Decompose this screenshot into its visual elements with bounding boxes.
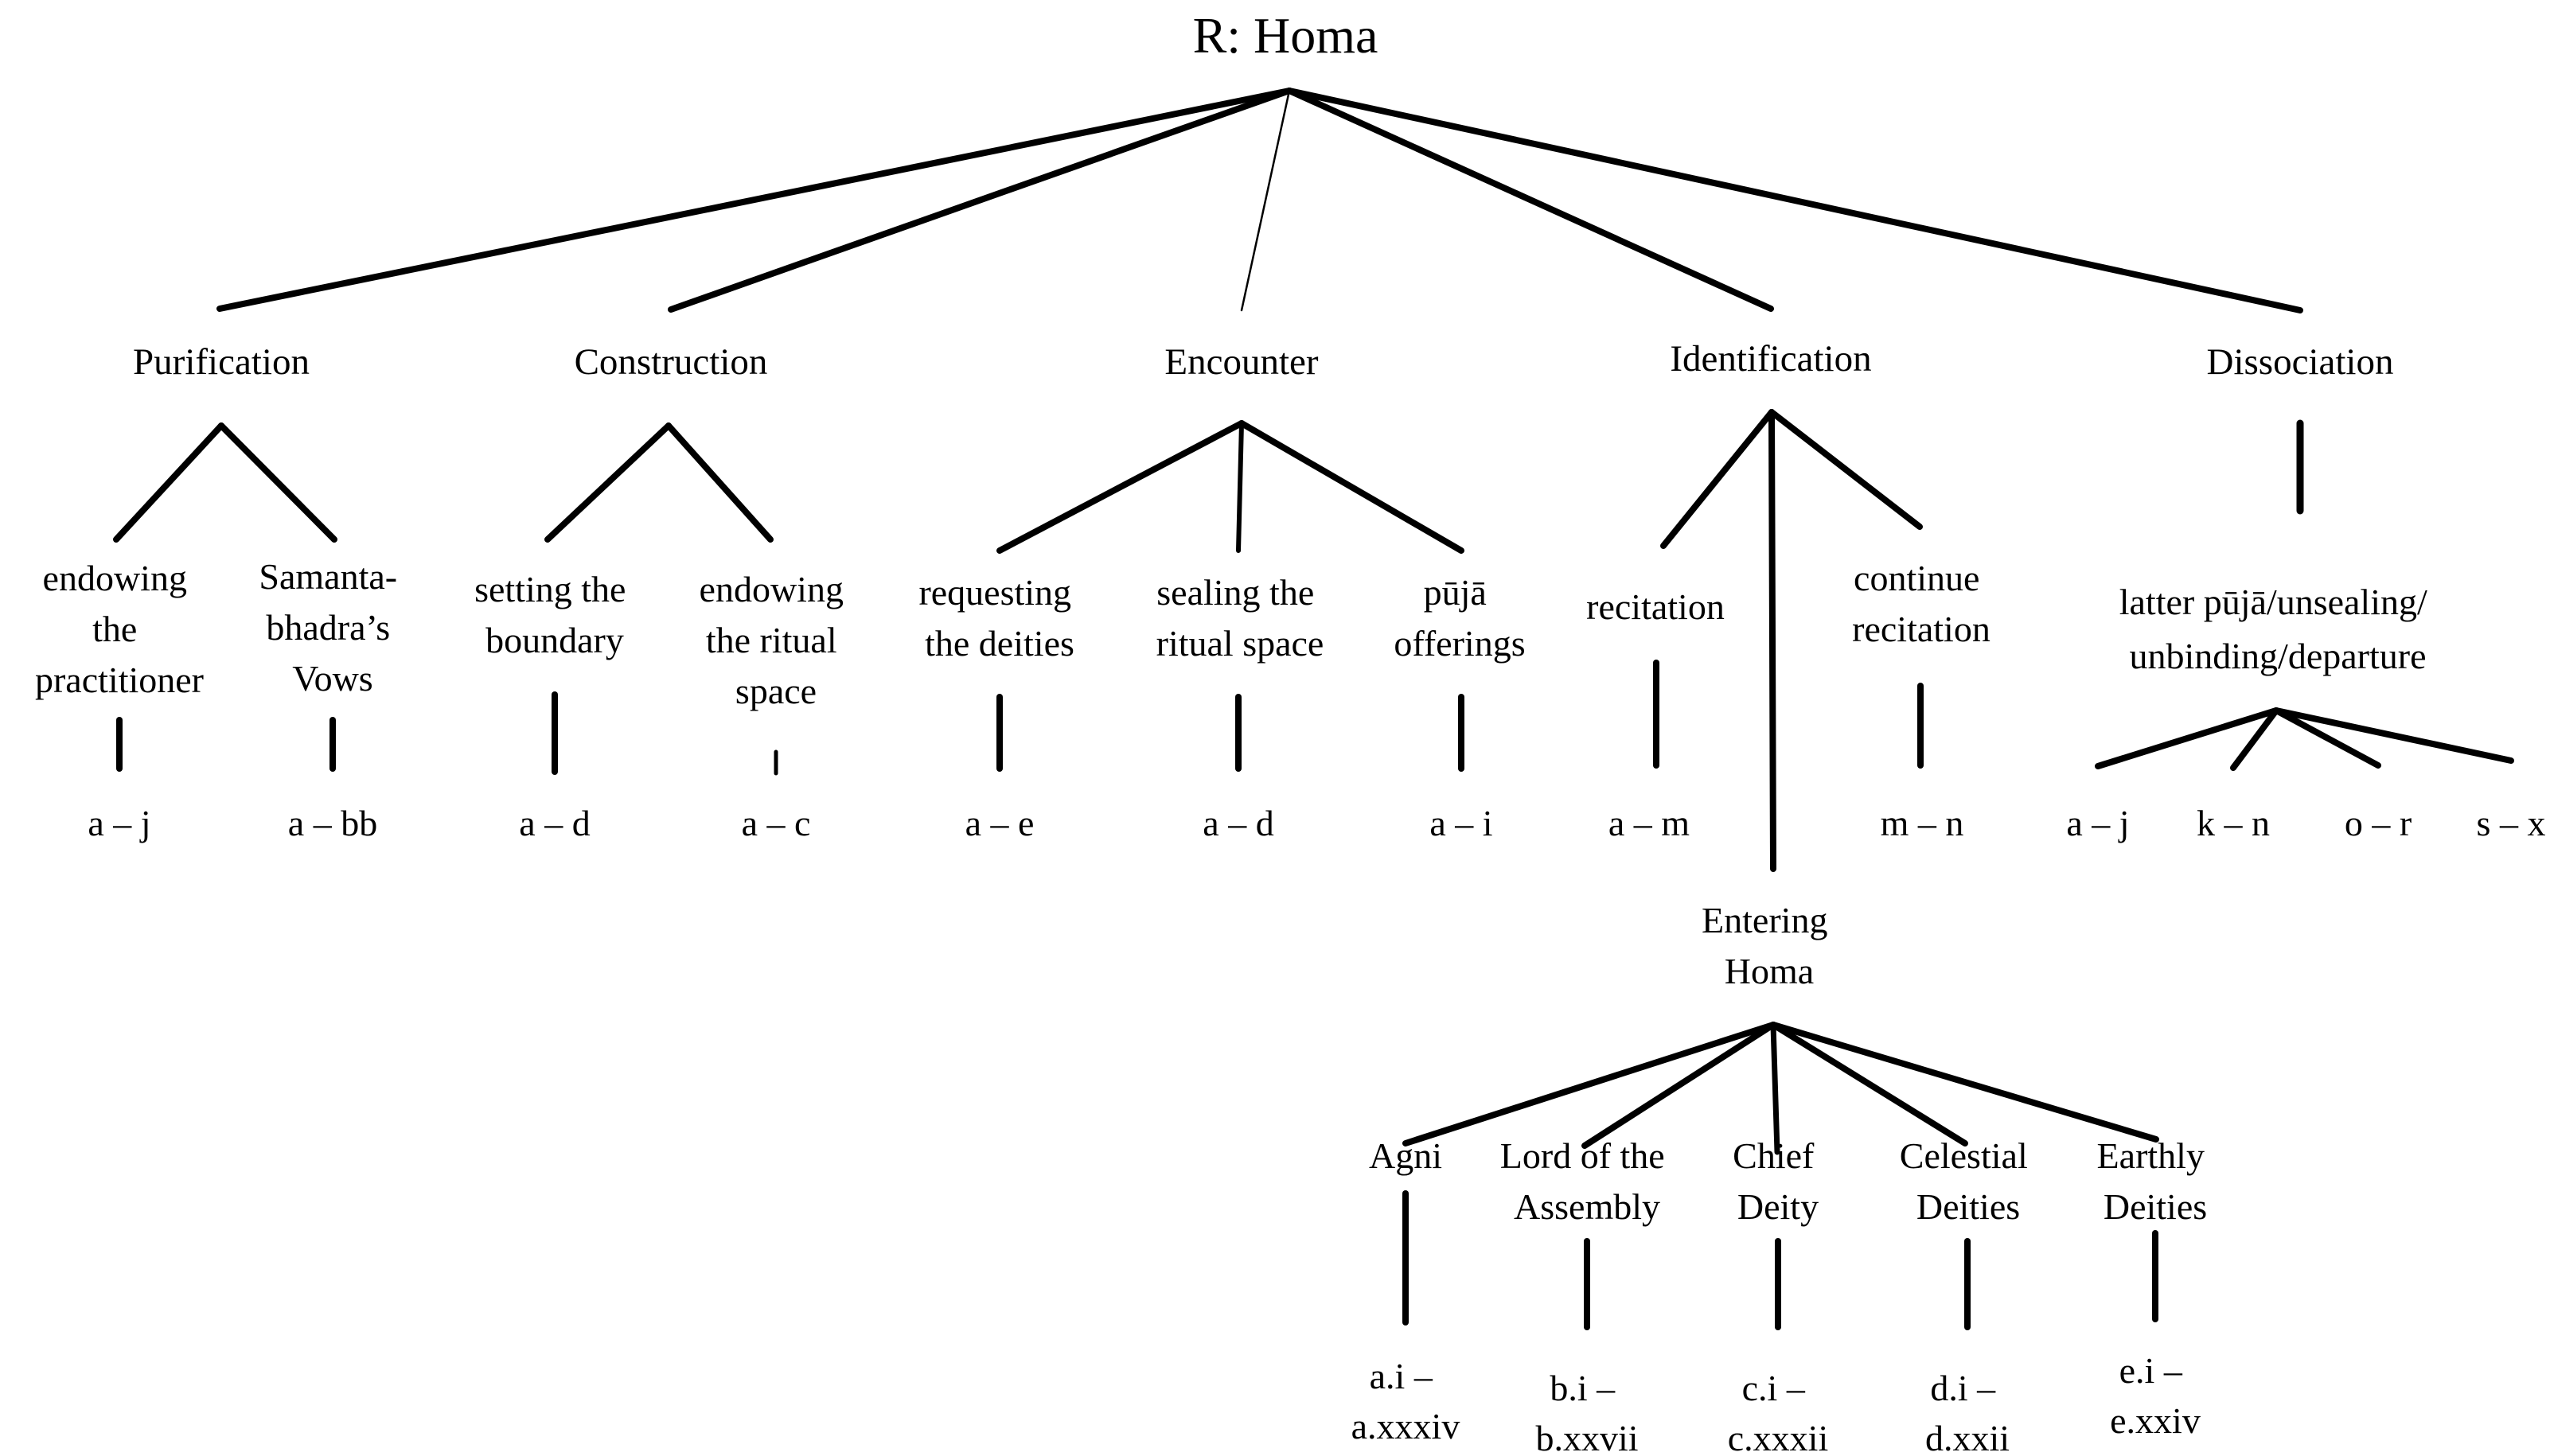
node-construction-label: Construction xyxy=(575,341,768,383)
edge-construction-setting-boundary xyxy=(544,422,672,543)
node-celestial-deities-label: Celestial Deities xyxy=(1900,1135,2037,1227)
edge-root-identification xyxy=(1286,88,1774,312)
range-lord-of-assembly: b.i – b.xxvii xyxy=(1535,1368,1638,1456)
edge-purification-samantabhadra-vows xyxy=(218,422,337,543)
edge-entering-homa-earthly-deities xyxy=(1770,1022,2159,1143)
range-latter-puja-3: o – r xyxy=(2345,803,2412,843)
node-entering-homa-label: Entering Homa xyxy=(1702,900,1837,991)
node-endowing-ritual-space-label: endowing the ritual space xyxy=(700,569,853,711)
edge-encounter-puja-offerings xyxy=(1238,420,1464,554)
edge-entering-homa-celestial-deities xyxy=(1770,1022,1968,1147)
edge-encounter-sealing-ritual-space xyxy=(1236,421,1244,553)
range-sealing-ritual-space: a – d xyxy=(1203,803,1273,843)
node-agni-label: Agni xyxy=(1369,1135,1442,1176)
node-recitation-label: recitation xyxy=(1586,586,1725,627)
node-endowing-practitioner-label: endowing the practitioner xyxy=(35,558,204,700)
root-title: R: Homa xyxy=(1193,7,1378,64)
range-continue-recitation: m – n xyxy=(1881,803,1964,843)
node-continue-recitation-label: continue recitation xyxy=(1852,558,1990,649)
edge-entering-homa-lord-of-assembly xyxy=(1581,1022,1776,1149)
edge-root-construction xyxy=(668,88,1293,313)
edge-root-dissociation xyxy=(1286,88,2303,313)
edge-purification-endowing-practitioner xyxy=(113,422,224,543)
node-setting-boundary-label: setting the boundary xyxy=(474,569,635,660)
range-celestial-deities: d.i – d.xxii xyxy=(1925,1368,2010,1456)
node-puja-offerings-label: pūjā offerings xyxy=(1394,572,1525,664)
edge-identification-recitation xyxy=(1660,409,1775,549)
edge-latter-puja-range-kn xyxy=(2230,707,2279,771)
node-chief-deity-label: Chief Deity xyxy=(1733,1135,1823,1227)
node-samantabhadra-vows-label: Samanta- bhadra’s Vows xyxy=(259,556,406,699)
node-latter-puja-label: latter pūjā/unsealing/ unbinding/departu… xyxy=(2119,582,2437,676)
node-lord-of-assembly-label: Lord of the Assembly xyxy=(1500,1135,1674,1227)
edge-identification-continue-recitation xyxy=(1768,409,1923,530)
edge-construction-endowing-ritual-space xyxy=(665,422,774,543)
node-identification-label: Identification xyxy=(1670,338,1871,380)
edge-root-encounter xyxy=(1240,89,1291,312)
edge-latter-puja-range-aj xyxy=(2095,707,2279,769)
range-latter-puja-2: k – n xyxy=(2197,803,2270,843)
range-agni: a.i – a.xxxiv xyxy=(1351,1356,1460,1446)
edge-latter-puja-range-sx xyxy=(2273,707,2514,764)
range-samantabhadra-vows: a – bb xyxy=(288,803,377,843)
range-latter-puja-4: s – x xyxy=(2477,803,2546,843)
node-encounter-label: Encounter xyxy=(1164,341,1318,383)
range-puja-offerings: a – i xyxy=(1429,803,1492,843)
range-recitation: a – m xyxy=(1608,803,1690,843)
edge-encounter-requesting-deities xyxy=(996,420,1245,554)
node-requesting-deities-label: requesting the deities xyxy=(918,572,1080,664)
range-earthly-deities: e.i – e.xxiv xyxy=(2110,1350,2201,1441)
node-earthly-deities-label: Earthly Deities xyxy=(2097,1135,2214,1227)
node-dissociation-label: Dissociation xyxy=(2207,341,2394,383)
range-endowing-ritual-space: a – c xyxy=(742,803,811,843)
edge-entering-homa-agni xyxy=(1402,1022,1776,1147)
edge-identification-entering-homa xyxy=(1768,409,1776,872)
edges xyxy=(113,88,2514,1330)
node-purification-label: Purification xyxy=(133,341,310,383)
range-requesting-deities: a – e xyxy=(965,803,1035,843)
edge-latter-puja-range-or xyxy=(2273,707,2381,769)
node-sealing-ritual-space-label: sealing the ritual space xyxy=(1156,572,1324,664)
labels: R: Homa Purification Construction Encoun… xyxy=(35,7,2545,1456)
range-chief-deity: c.i – c.xxxii xyxy=(1728,1368,1828,1456)
range-latter-puja-1: a – j xyxy=(2066,803,2129,843)
edge-root-purification xyxy=(216,88,1293,312)
edge-entering-homa-chief-deity xyxy=(1770,1022,1780,1155)
range-endowing-practitioner: a – j xyxy=(88,803,150,843)
range-setting-boundary: a – d xyxy=(519,803,590,843)
